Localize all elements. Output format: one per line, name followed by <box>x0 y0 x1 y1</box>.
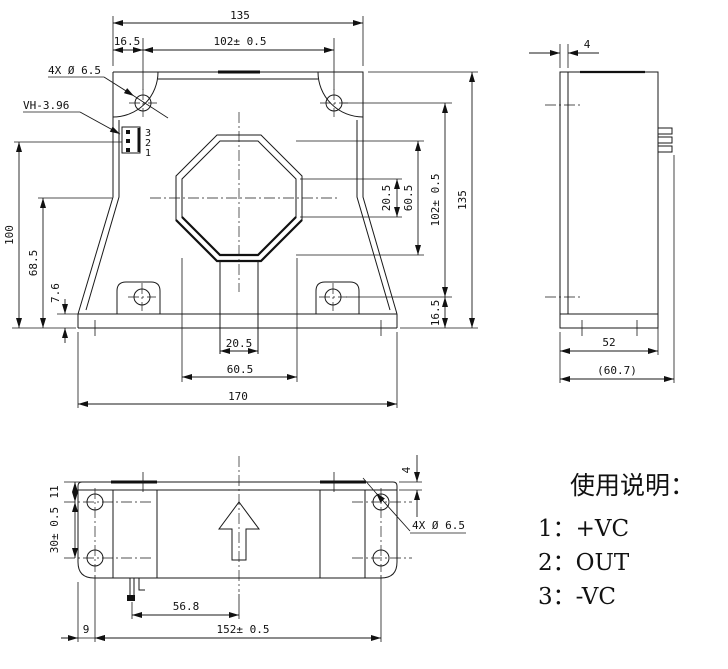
front-inner-outline <box>85 78 391 311</box>
bottom-dimension-lines <box>61 455 420 641</box>
usage-note-pin2: 2：OUT <box>538 550 630 576</box>
bottom-extension-lines <box>64 481 422 642</box>
dim-front-hole-spacing-h: 102± 0.5 <box>214 35 267 48</box>
label-front-mount-holes: 4X Ø 6.5 <box>48 64 101 77</box>
dim-bottom-hole-offset-front: 11 <box>48 485 61 498</box>
dim-front-center-height: 68.5 <box>27 250 40 277</box>
front-connector <box>121 126 141 154</box>
side-base <box>559 313 659 329</box>
dim-bottom-flange-thickness: 4 <box>400 466 413 473</box>
side-connector-tabs <box>657 127 673 153</box>
dim-front-window-size-v: 60.5 <box>402 185 415 212</box>
pin-label-1: 1 <box>145 148 151 159</box>
label-bottom-mount-holes: 4X Ø 6.5 <box>412 519 465 532</box>
pin-label-3: 3 <box>145 128 151 139</box>
side-extension-lines <box>559 44 675 383</box>
bottom-connector-pins <box>127 577 145 601</box>
usage-notes-title: 使用说明： <box>570 471 696 500</box>
dim-front-hole-offset-bottom: 16.5 <box>429 300 442 327</box>
usage-notes: 使用说明： 1：+VC 2：OUT 3：-VC <box>538 466 728 614</box>
dim-side-depth: 52 <box>602 336 615 349</box>
side-hole-centerlines <box>545 104 580 298</box>
pin-label-2: 2 <box>145 138 151 149</box>
dim-bottom-pin-to-center: 56.8 <box>173 600 200 613</box>
side-view: 4 52 (60.7) <box>529 38 675 383</box>
dim-side-overall-depth: (60.7) <box>597 364 637 377</box>
bottom-alignment-ticks <box>142 472 335 492</box>
front-view: 135 16.5 102± 0.5 20.5 60.5 102± 0.5 135… <box>3 9 478 408</box>
dim-front-height: 135 <box>456 190 469 210</box>
usage-note-pin1: 1：+VC <box>538 516 630 542</box>
bottom-outline <box>77 481 398 579</box>
dim-front-window-flat-h: 20.5 <box>226 337 253 350</box>
usage-note-pin3: 3：-VC <box>538 584 616 610</box>
dim-front-window-size-h: 60.5 <box>227 363 254 376</box>
dim-front-hole-spacing-v: 102± 0.5 <box>429 174 442 227</box>
dim-front-pin-height: 100 <box>3 225 16 245</box>
dim-front-hole-offset-top: 16.5 <box>114 35 141 48</box>
dim-bottom-hole-spacing-w: 152± 0.5 <box>217 623 270 636</box>
front-mounting-holes <box>128 89 348 311</box>
dim-front-width-top: 135 <box>230 9 250 22</box>
dim-front-base-width: 170 <box>228 390 248 403</box>
dim-front-window-flat-v: 20.5 <box>380 185 393 212</box>
side-dimension-lines <box>529 50 674 382</box>
front-extension-lines <box>12 16 478 408</box>
bottom-mounting-holes <box>64 488 412 572</box>
dim-bottom-hole-spacing-d: 30± 0.5 <box>48 507 61 553</box>
side-body <box>567 71 659 315</box>
side-flange-plate <box>559 71 569 315</box>
dim-side-flange-thickness: 4 <box>584 38 591 51</box>
front-body-outline <box>77 71 398 329</box>
bottom-view: 11 30± 0.5 9 152± 0.5 56.8 4 4X Ø 6.5 <box>48 455 466 642</box>
dim-bottom-hole-offset-left: 9 <box>83 623 90 636</box>
front-aperture-channel <box>219 261 259 354</box>
front-corner-ear-arcs <box>112 71 364 118</box>
front-dimension-lines <box>16 20 475 407</box>
front-leader-lines <box>23 76 169 135</box>
dim-front-base-lip: 7.6 <box>49 283 62 303</box>
front-bottom-pads <box>116 281 360 314</box>
bottom-body-edges <box>112 490 366 578</box>
label-front-connector: VH-3.96 <box>23 99 69 112</box>
bottom-leader-lines <box>362 477 466 534</box>
